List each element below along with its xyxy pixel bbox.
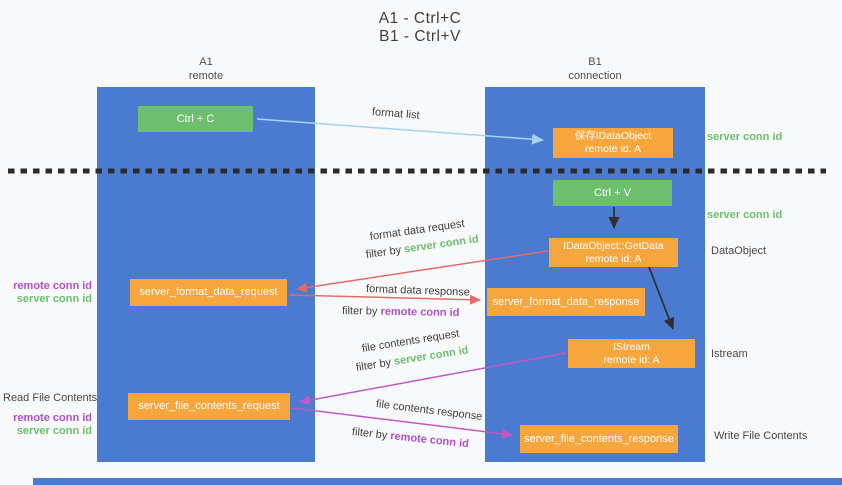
label-server-conn-id-top: server conn id [707,131,783,143]
remote-conn-id-text: remote conn id [380,305,460,320]
label-dataobject: DataObject [711,245,767,257]
label-filter-format-response: filter by remote conn id [342,305,460,319]
label-server-conn-id-mid: server conn id [707,209,783,221]
node-file-request-label: server_file_contents_request [138,400,280,412]
node-server-format-data-response: server_format_data_response [487,288,645,316]
node-ctrl-v-label: Ctrl + V [594,186,631,199]
node-ctrl-c-label: Ctrl + C [176,112,215,125]
label-conn-ids-file: remote conn id server conn id [0,412,92,437]
filter-by-text: filter by [341,305,378,318]
lane-header-b1: B1 connection [485,55,705,83]
lane-b1-subtitle: connection [568,70,622,82]
node-format-response-label: server_format_data_response [492,295,640,308]
filter-by-text: filter by [355,356,392,374]
lane-a1-name: A1 [199,56,213,68]
node-save-idataobject-line2: remote id: A [584,143,641,155]
label-format-list: format list [371,106,421,122]
lane-a1-subtitle: remote [188,70,224,82]
label-remote-conn-id-1: remote conn id [13,280,92,292]
label-format-data-response: format data response [365,283,471,299]
label-remote-conn-id-2: remote conn id [13,412,92,424]
node-ctrl-v: Ctrl + V [553,180,672,206]
node-getdata-line2: remote id: A [585,252,642,265]
node-server-file-contents-response: server_file_contents_response [520,425,678,453]
label-server-conn-id-1: server conn id [16,292,92,305]
node-istream: IStream remote id: A [568,339,695,368]
label-file-contents-response: file contents response [375,398,483,423]
lane-header-a1: A1 remote [97,55,315,83]
label-filter-file-response: filter by remote conn id [351,426,469,450]
label-conn-ids-format: remote conn id server conn id [0,280,92,305]
title-line-2: B1 - Ctrl+V [379,28,461,45]
filter-by-text: filter by [351,426,388,442]
node-istream-line1: IStream [613,340,650,353]
node-save-idataobject-line1: 保存IDataObject [574,130,652,142]
node-file-response-label: server_file_contents_response [524,432,674,445]
title-line-1: A1 - Ctrl+C [378,10,462,27]
node-istream-line2: remote id: A [603,353,660,366]
bottom-blue-bar [33,478,842,485]
lane-b1-name: B1 [588,56,602,68]
node-format-request-label: server_format_data_request [139,286,278,298]
node-server-file-contents-request: server_file_contents_request [128,393,290,420]
node-idataobject-getdata: IDataObject::GetData remote id: A [549,238,678,267]
label-write-file-contents: Write File Contents [714,430,808,442]
label-server-conn-id-2: server conn id [16,424,92,437]
node-ctrl-c: Ctrl + C [138,106,253,132]
node-getdata-line1: IDataObject::GetData [563,239,664,252]
label-istream: Istream [711,348,748,360]
diagram-title: A1 - Ctrl+C B1 - Ctrl+V [250,10,590,46]
filter-by-text: filter by [365,244,402,261]
node-server-format-data-request: server_format_data_request [130,279,287,306]
remote-conn-id-text: remote conn id [389,430,470,451]
node-save-idataobject: 保存IDataObject remote id: A [553,128,673,158]
label-read-file-contents: Read File Contents [3,392,98,404]
